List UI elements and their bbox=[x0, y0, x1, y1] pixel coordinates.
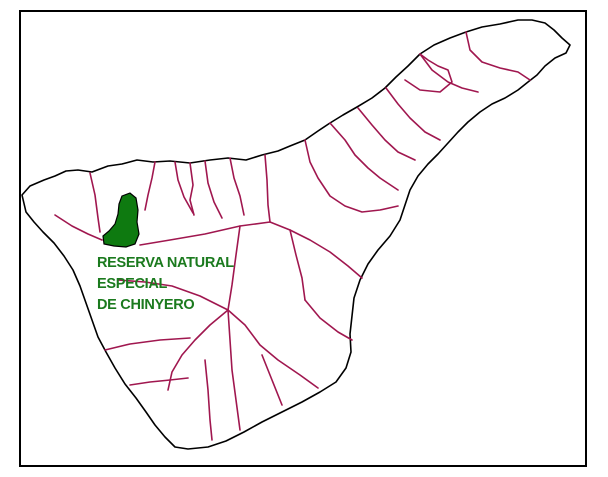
island-coastline bbox=[21, 19, 571, 450]
reserve-label-line-3: DE CHINYERO bbox=[97, 297, 195, 313]
reserve-label: RESERVA NATURAL ESPECIAL DE CHINYERO bbox=[97, 253, 234, 316]
reserve-label-line-1: RESERVA NATURAL bbox=[97, 255, 234, 271]
reserve-label-line-2: ESPECIAL bbox=[97, 276, 168, 292]
municipal-boundaries bbox=[54, 31, 531, 441]
chinyero-reserve-area bbox=[102, 192, 140, 248]
